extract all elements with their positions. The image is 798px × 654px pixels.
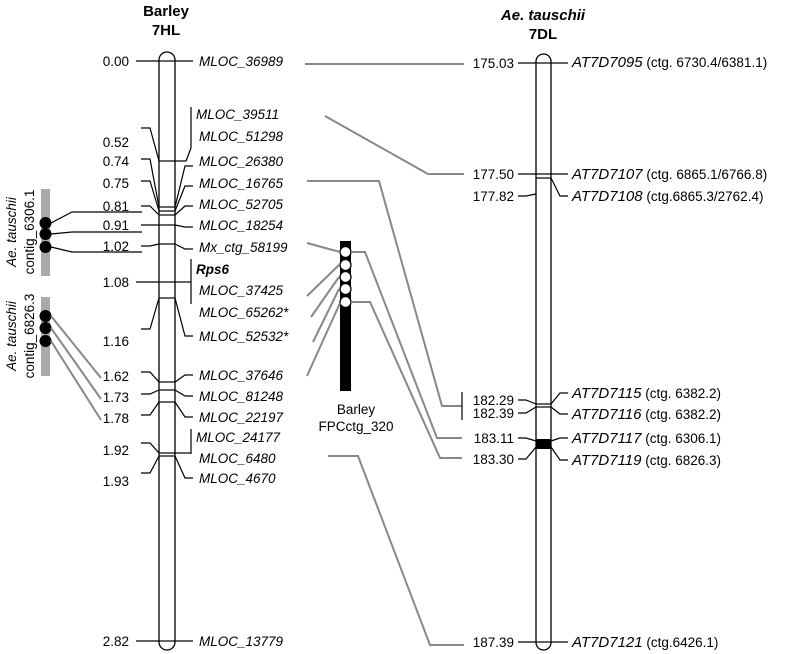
barley-position: 1.92 bbox=[103, 443, 129, 458]
barley-position: 1.02 bbox=[103, 239, 129, 254]
barley-position: 0.75 bbox=[103, 176, 129, 191]
contig-6306-label-species: Ae. tauschii bbox=[4, 196, 19, 268]
contig-dot bbox=[39, 335, 52, 347]
barley-position: 0.74 bbox=[103, 154, 130, 169]
tauschii-marker: AT7D7116 (ctg. 6382.2) bbox=[571, 406, 721, 423]
barley-position: 0.91 bbox=[103, 218, 129, 233]
tauschii-chromosome-ticks bbox=[536, 62, 551, 643]
contig-dot bbox=[39, 322, 52, 334]
barley-marker: MLOC_65262* bbox=[199, 305, 289, 320]
fpc-label-line2: FPCctg_320 bbox=[318, 419, 393, 434]
barley-position: 1.16 bbox=[103, 334, 129, 349]
fpc-label-line1: Barley bbox=[337, 402, 376, 417]
barley-marker: MLOC_81248 bbox=[199, 389, 284, 404]
tauschii-marker: AT7D7117 (ctg. 6306.1) bbox=[571, 430, 721, 447]
barley-marker: MLOC_52532* bbox=[199, 329, 289, 344]
barley-position: 1.93 bbox=[103, 474, 129, 489]
barley-chromosome-bar bbox=[158, 51, 176, 651]
tauschii-chromosome-label: 7DL bbox=[529, 26, 557, 43]
barley-marker: MLOC_22197 bbox=[199, 410, 284, 425]
tauschii-position: 183.30 bbox=[473, 452, 514, 467]
barley-marker: MLOC_4670 bbox=[199, 471, 276, 486]
contig-dot bbox=[39, 310, 52, 322]
barley-marker: MLOC_52705 bbox=[199, 197, 284, 212]
tauschii-marker: AT7D7121 (ctg.6426.1) bbox=[571, 634, 718, 651]
barley-position: 0.00 bbox=[103, 54, 129, 69]
contig-dot bbox=[39, 241, 52, 253]
synteny-connectors bbox=[305, 63, 464, 646]
contig-6826-group: Ae. tauschii contig_6826.3 bbox=[4, 294, 102, 421]
barley-position-connectors bbox=[136, 60, 160, 642]
tauschii-marker: AT7D7095 (ctg. 6730.4/6381.1) bbox=[571, 54, 767, 71]
tauschii-chromosome-bar bbox=[535, 53, 552, 651]
barley-marker: MLOC_37646 bbox=[199, 368, 284, 383]
barley-marker: MLOC_37425 bbox=[199, 283, 284, 298]
barley-marker: Mx_ctg_58199 bbox=[199, 240, 288, 255]
barley-marker: MLOC_18254 bbox=[199, 218, 283, 233]
barley-position: 0.81 bbox=[103, 199, 129, 214]
barley-marker: MLOC_13779 bbox=[199, 634, 284, 649]
contig-6306-group: Ae. tauschii contig_6306.1 bbox=[4, 189, 142, 276]
barley-position: 2.82 bbox=[103, 634, 129, 649]
tauschii-marker: AT7D7107 (ctg. 6865.1/6766.8) bbox=[571, 166, 767, 183]
contig-6826-label-id: contig_6826.3 bbox=[22, 294, 37, 379]
fpc-dot bbox=[339, 282, 352, 296]
tauschii-position-connectors bbox=[461, 62, 537, 643]
tauschii-marker-connectors bbox=[550, 62, 568, 643]
tauschii-marker: AT7D7115 (ctg. 6382.2) bbox=[571, 385, 721, 402]
tauschii-position: 177.50 bbox=[473, 167, 514, 182]
barley-chromosome-ticks bbox=[159, 60, 175, 642]
tauschii-position-labels: 175.03 177.50 177.82 182.29 182.39 183.1… bbox=[473, 56, 514, 650]
barley-marker: MLOC_24177 bbox=[196, 430, 281, 445]
contig-dot bbox=[39, 228, 52, 240]
barley-marker-labels: MLOC_36989 MLOC_39511 MLOC_51298 MLOC_26… bbox=[196, 54, 289, 649]
contig-6306-label-id: contig_6306.1 bbox=[22, 190, 37, 275]
tauschii-position: 187.39 bbox=[473, 635, 514, 650]
barley-marker: MLOC_39511 bbox=[196, 107, 279, 122]
fpc-dot bbox=[339, 245, 352, 259]
barley-position-labels: 0.00 0.52 0.74 0.75 0.81 0.91 1.02 1.08 … bbox=[103, 54, 130, 649]
barley-position: 0.52 bbox=[103, 135, 129, 150]
tauschii-highlight-block bbox=[536, 439, 551, 449]
tauschii-position: 182.39 bbox=[473, 406, 514, 421]
tauschii-marker: AT7D7108 (ctg.6865.3/2762.4) bbox=[571, 188, 763, 205]
barley-position: 1.78 bbox=[103, 411, 129, 426]
contig-dot bbox=[39, 217, 52, 229]
barley-marker: MLOC_51298 bbox=[199, 129, 284, 144]
barley-position: 1.62 bbox=[103, 369, 129, 384]
barley-marker: MLOC_36989 bbox=[199, 54, 284, 69]
barley-marker: MLOC_26380 bbox=[199, 154, 284, 169]
tauschii-title: Ae. tauschii bbox=[500, 7, 586, 24]
barley-marker-connectors bbox=[174, 60, 193, 642]
fpc-contig-group: Barley FPCctg_320 bbox=[318, 241, 394, 434]
contig-6826-label-species: Ae. tauschii bbox=[4, 300, 19, 372]
fpc-dot bbox=[339, 295, 352, 309]
tauschii-position: 183.11 bbox=[474, 431, 514, 446]
tauschii-position: 177.82 bbox=[473, 189, 514, 204]
fpc-dot bbox=[339, 270, 352, 284]
barley-marker: MLOC_16765 bbox=[199, 176, 284, 191]
tauschii-marker: AT7D7119 (ctg. 6826.3) bbox=[571, 452, 721, 469]
tauschii-marker-labels: AT7D7095 (ctg. 6730.4/6381.1) AT7D7107 (… bbox=[571, 54, 767, 651]
barley-chromosome-label: 7HL bbox=[152, 22, 180, 39]
tauschii-position: 182.29 bbox=[473, 393, 514, 408]
fpc-dot bbox=[339, 258, 352, 272]
tauschii-position: 175.03 bbox=[473, 56, 514, 71]
fpc-contig-bar bbox=[340, 241, 351, 391]
barley-marker-rps6: Rps6 bbox=[196, 262, 230, 277]
barley-title: Barley bbox=[143, 3, 190, 20]
barley-position: 1.73 bbox=[103, 390, 129, 405]
barley-position: 1.08 bbox=[103, 275, 129, 290]
barley-marker: MLOC_6480 bbox=[199, 451, 276, 466]
